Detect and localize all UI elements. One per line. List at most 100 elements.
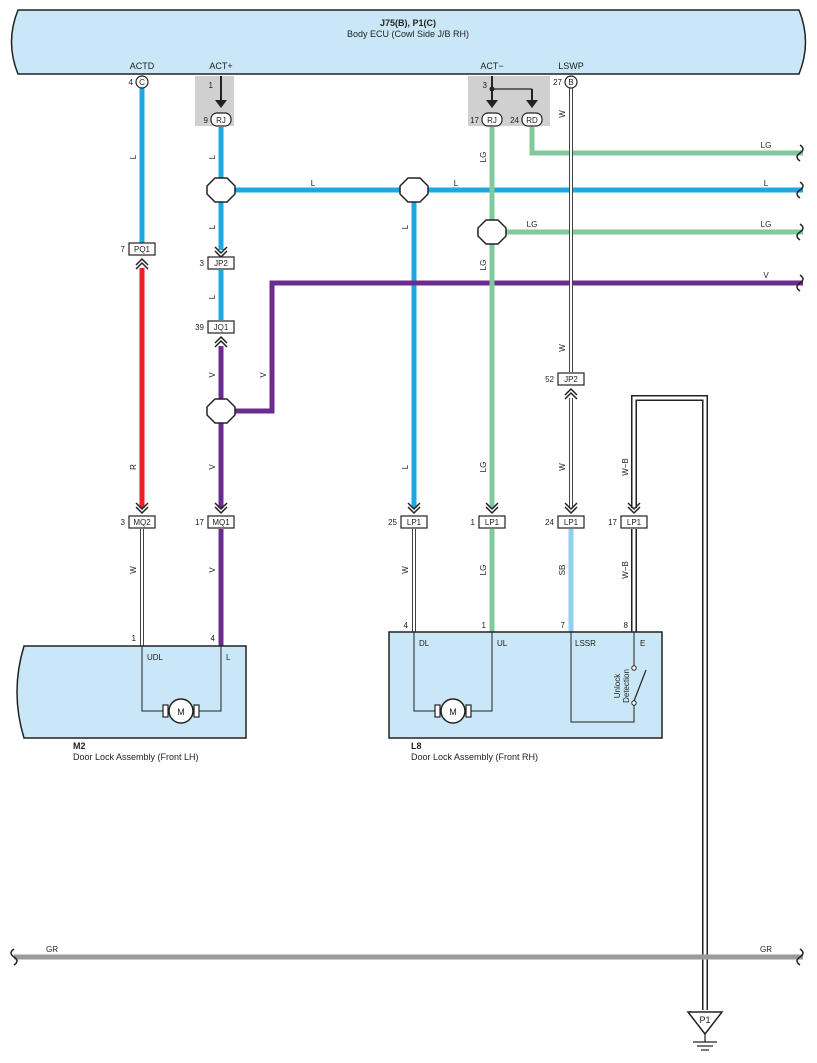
l8-motor-tab-left [434,704,441,718]
jb-right-arrow2 [526,100,538,108]
l8-switch-contact-top [631,665,637,671]
l8-box [388,631,663,739]
conn-mq1-num: 17 [195,518,204,527]
wlabel-lg-2: LG [479,260,488,271]
m2-pin-l: 4 [211,634,216,643]
conn-lp1a-id: LP1 [407,518,422,527]
l8-pin-lssr: 7 [561,621,566,630]
conn-lp1c-chevron [564,502,578,515]
pin-num-actp: 1 [209,81,214,90]
conn-lp1c-num: 24 [545,518,554,527]
wlabel-l-drop-2: L [401,464,410,469]
bus-end-gr-left [10,948,18,966]
conn-jp2b [557,372,585,386]
wlabel-actp-l3: L [208,294,217,299]
wlabel-actp-l2: L [208,224,217,229]
l8-code: L8 [411,741,422,751]
bus-end-v [796,274,804,292]
conn-lp1a-num: 25 [388,518,397,527]
l8-pin-dl: 4 [404,621,409,630]
jc-rj-right-num: 17 [470,116,479,125]
conn-mq2-id: MQ2 [133,518,151,527]
pin-label-lswp: LSWP [558,61,584,71]
bus-end-lg-top [796,144,804,162]
conn-pq1-id: PQ1 [134,245,151,254]
splice-l-mid [399,177,429,203]
m2-term-udl: UDL [147,653,164,662]
l8-motor-label: M [449,707,457,717]
m2-motor-label: M [177,707,185,717]
jc-rd [521,112,543,127]
ground-p1-triangle [686,1011,724,1036]
jc-rj-right [481,112,503,127]
conn-lp1c [557,515,585,529]
conn-mq1-id: MQ1 [212,518,230,527]
wlabel-lg-1: LG [479,152,488,163]
bus-end-l [796,181,804,199]
wire-rd-lg [529,127,803,156]
l8-switch-blade [633,669,647,702]
conn-jp2a [207,256,235,270]
jc-rj-right-id: RJ [487,116,497,125]
wlabel-mq1-v: V [208,567,217,573]
conn-lp1b-chevron [485,502,499,515]
m2-motor-icon [168,698,194,724]
conn-jq1-id: JQ1 [214,323,229,332]
pin-conn-lswp: B [568,78,573,87]
wlabel-lswp-w-2: W [558,344,567,352]
wlabel-wb-1: W−B [621,458,630,476]
l8-term-lssr: LSSR [575,639,596,648]
conn-jq1-num: 39 [195,323,204,332]
pin-circle-actd [135,75,149,89]
conn-pq1 [128,242,156,256]
conn-mq2-chevron [135,502,149,515]
m2-pin-udl: 1 [132,634,137,643]
m2-term-l: L [226,653,231,662]
conn-jq1 [207,320,235,334]
l8-pin-e: 8 [624,621,629,630]
m2-circuit-left [141,646,164,712]
conn-mq1 [207,515,235,529]
pin-circle-lswp [564,75,578,89]
wlabel-gr-left: GR [46,945,58,954]
l8-motor-icon [440,698,466,724]
jb-right-dot [489,86,495,92]
wire-wb-inner [632,396,707,1010]
l8-switch-label-2: Detection [622,669,631,703]
l8-switch-label-1: Unlock [613,673,622,698]
pin-conn-actd: C [139,78,145,87]
l8-switch-circuit [570,632,635,723]
conn-jp2b-num: 52 [545,375,554,384]
wlabel-lswp-w-1: W [558,110,567,118]
wlabel-l-bus-1: L [311,179,316,188]
wlabel-v-bus: V [763,271,769,280]
wlabel-l-bus-2: L [454,179,459,188]
l8-term-ul: UL [497,639,508,648]
conn-mq1-chevron [214,502,228,515]
conn-lp1b-id: LP1 [485,518,500,527]
jb-left-arrow [215,100,227,108]
conn-lp1b-num: 1 [471,518,476,527]
splice-lg [477,219,507,245]
conn-lp1a-chevron [407,502,421,515]
conn-lp1d-num: 17 [608,518,617,527]
wlabel-l-bus-3: L [764,179,769,188]
conn-lp1d-chevron [627,502,641,515]
conn-pq1-chevron [135,257,149,270]
l8-circuit-left [413,632,436,712]
jc-rd-num: 24 [510,116,519,125]
m2-motor-tab-right [193,704,200,718]
m2-motor-tab-left [162,704,169,718]
conn-jq1-chevron [214,335,228,348]
wlabel-lp1c-sb: SB [558,565,567,576]
jc-rj-left-num: 9 [204,116,209,125]
wlabel-actd-l: L [129,154,138,159]
pin-num-actd: 4 [129,78,134,87]
conn-mq2-num: 3 [121,518,126,527]
wlabel-v-lower: V [208,464,217,470]
wlabel-lswp-w-3: W [558,463,567,471]
m2-name: Door Lock Assembly (Front LH) [73,752,199,762]
pin-label-actm: ACT− [480,61,503,71]
wlabel-jq1-v: V [208,372,217,378]
m2-circuit-right [198,646,222,712]
